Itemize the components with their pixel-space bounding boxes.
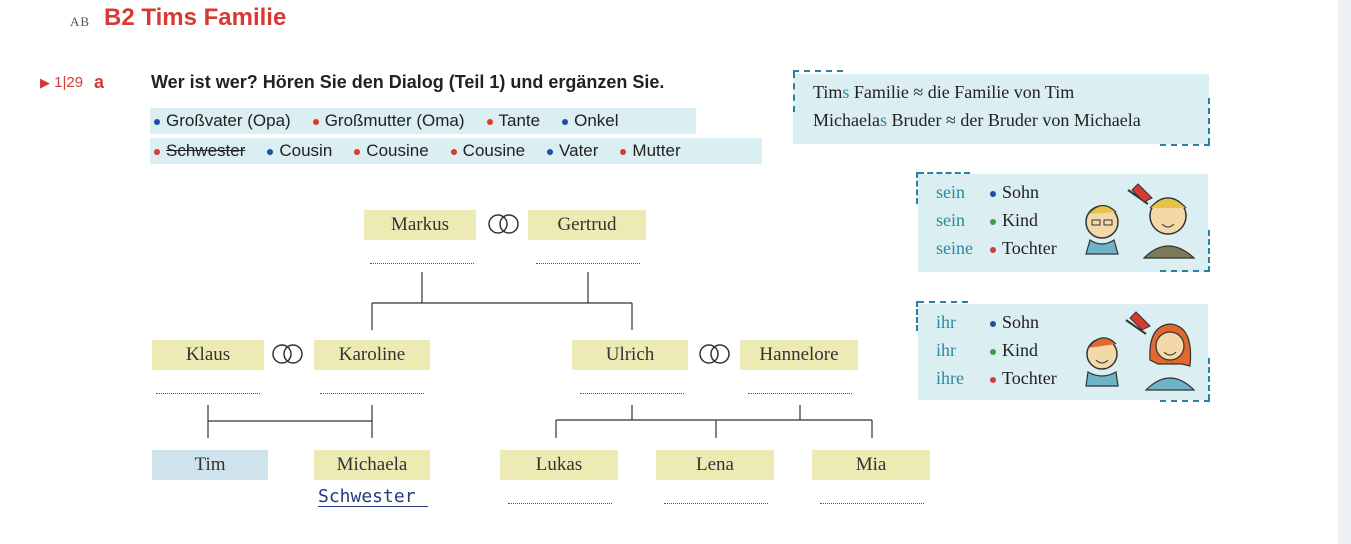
name-box-ulrich: Ulrich — [572, 340, 688, 370]
handwritten-answer: Schwester — [318, 486, 416, 507]
word-bank-row-1: Großvater (Opa) Großmutter (Oma) Tante O… — [150, 108, 696, 134]
audio-track[interactable]: ▶ 1|29 — [40, 74, 83, 91]
red-bullet-icon — [486, 118, 493, 125]
name-box-klaus: Klaus — [152, 340, 264, 370]
green-bullet-icon — [990, 348, 996, 355]
name-box-markus: Markus — [364, 210, 476, 240]
wedding-rings-icon — [488, 214, 519, 234]
wedding-rings-icon — [272, 344, 303, 364]
name-box-lena: Lena — [656, 450, 774, 480]
answer-line[interactable] — [156, 393, 260, 395]
answer-line[interactable] — [320, 393, 424, 395]
dashed-corner — [916, 172, 918, 204]
dashed-corner — [1208, 358, 1210, 400]
workbook-ref: AB — [70, 14, 91, 29]
answer-line[interactable] — [820, 503, 924, 505]
section-title: Tims Familie — [141, 4, 287, 31]
word-cousine: Cousine — [450, 141, 525, 161]
name-box-tim: Tim — [152, 450, 268, 480]
answer-line[interactable] — [370, 263, 474, 265]
name-box-gertrud: Gertrud — [528, 210, 646, 240]
word-vater: Vater — [547, 141, 598, 161]
word-onkel: Onkel — [562, 111, 619, 131]
track-number: 1|29 — [54, 74, 84, 91]
word-grossvater: Großvater (Opa) — [154, 111, 291, 131]
blue-bullet-icon — [547, 148, 554, 155]
mother-son-illustration — [1085, 311, 1196, 391]
word-tante: Tante — [486, 111, 540, 131]
section-heading: B2 Tims Familie — [104, 4, 286, 32]
blue-bullet-icon — [562, 118, 569, 125]
blue-bullet-icon — [267, 148, 274, 155]
name-box-karoline: Karoline — [314, 340, 430, 370]
blue-bullet-icon — [154, 118, 160, 125]
red-bullet-icon — [990, 376, 996, 383]
dashed-corner — [1160, 400, 1210, 402]
answer-line[interactable] — [508, 503, 612, 505]
dashed-corner — [1160, 270, 1210, 272]
word-mutter: Mutter — [620, 141, 681, 161]
family-tree-lines — [207, 272, 873, 438]
name-box-mia: Mia — [812, 450, 930, 480]
red-bullet-icon — [312, 118, 319, 125]
section-code: B2 — [104, 4, 135, 31]
dashed-corner — [793, 72, 795, 112]
red-bullet-icon — [354, 148, 361, 155]
genitive-line-1: Tims Familie ≈ die Familie von Tim — [813, 82, 1075, 102]
wedding-rings-icon — [699, 344, 730, 364]
word-schwester: Schwester — [154, 141, 245, 161]
task-instruction: Wer ist wer? Hören Sie den Dialog (Teil … — [151, 72, 665, 92]
dashed-corner — [793, 70, 843, 72]
red-bullet-icon — [620, 148, 627, 155]
dashed-corner — [916, 301, 918, 331]
word-cousine: Cousine — [354, 141, 429, 161]
answer-line[interactable] — [748, 393, 852, 395]
answer-line[interactable] — [664, 503, 768, 505]
dashed-corner — [918, 172, 970, 174]
task-letter: a — [94, 72, 105, 92]
green-bullet-icon — [990, 218, 996, 225]
genitive-info-box: Tims Familie ≈ die Familie von Tim Micha… — [793, 74, 1209, 144]
word-grossmutter: Großmutter (Oma) — [312, 111, 465, 131]
red-bullet-icon — [990, 246, 996, 253]
red-bullet-icon — [154, 148, 160, 155]
word-cousin: Cousin — [267, 141, 332, 161]
father-son-illustration — [1085, 183, 1196, 259]
blue-bullet-icon — [990, 320, 996, 327]
red-bullet-icon — [450, 148, 457, 155]
name-box-lukas: Lukas — [500, 450, 618, 480]
blue-bullet-icon — [990, 190, 996, 197]
play-icon: ▶ — [40, 75, 50, 90]
answer-line[interactable] — [318, 506, 428, 508]
dashed-corner — [1160, 144, 1210, 146]
word-bank-row-2: Schwester Cousin Cousine Cousine Vater M… — [150, 138, 762, 164]
page-edge — [1338, 0, 1351, 544]
dashed-corner — [1208, 98, 1210, 144]
name-box-michaela: Michaela — [314, 450, 430, 480]
genitive-line-2: Michaelas Bruder ≈ der Bruder von Michae… — [813, 110, 1141, 130]
dashed-corner — [1208, 230, 1210, 272]
answer-line[interactable] — [580, 393, 684, 395]
dashed-corner — [918, 301, 968, 303]
name-box-hannelore: Hannelore — [740, 340, 858, 370]
answer-line[interactable] — [536, 263, 640, 265]
